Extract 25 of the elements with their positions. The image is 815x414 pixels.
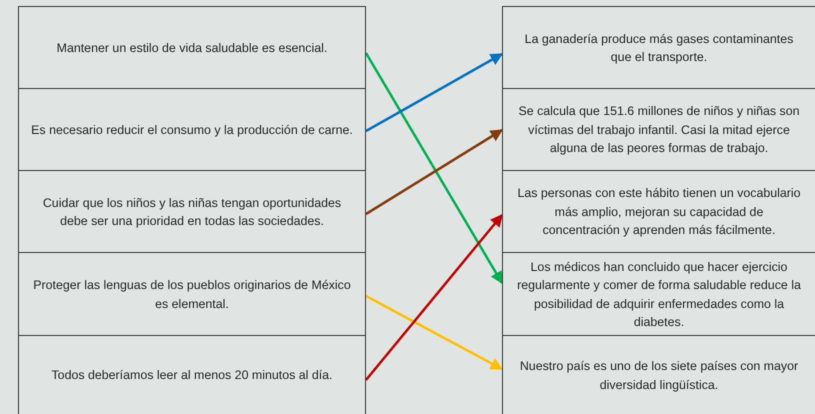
arrow xyxy=(365,294,504,370)
arrow xyxy=(365,128,504,216)
text-box xyxy=(18,252,366,337)
statement-text: Las personas con este hábito tienen un vocabulario más amplio, mejoran su capacidad de concentración y aprenden más fácilmente. xyxy=(516,185,802,240)
statement-text: Es necesario reducir el consumo y la producción de carne. xyxy=(31,122,353,139)
arrow xyxy=(365,52,504,132)
text-box xyxy=(502,6,815,90)
statement-text: Todos deberíamos leer al menos 20 minutos al día. xyxy=(51,367,332,384)
statement-text: Mantener un estilo de vida saludable es esencial. xyxy=(56,40,328,57)
text-box xyxy=(18,88,366,172)
text-box xyxy=(502,335,815,414)
statement-text: Nuestro país es uno de los siete países con mayor diversidad lingüística. xyxy=(518,358,800,394)
text-box xyxy=(18,6,366,90)
text-box xyxy=(18,335,366,414)
statement-text: Proteger las lenguas de los pueblos originarios de México es elemental. xyxy=(32,277,352,312)
arrow xyxy=(365,214,503,381)
statement-text: Se calcula que 151.6 millones de niños y niñas son víctimas del trabajo infantil. Casi la mitad ejerce alguna de las peores formas de trabajo. xyxy=(517,103,801,158)
statement-text: Cuidar que los niños y las niñas tengan oportunidades debe ser una prioridad en todas las sociedades. xyxy=(42,194,342,230)
statement-text: Los médicos han concluido que hacer ejercicio regularmente y comer de forma saludable reduce la posibilidad de adquirir enfermedades como la diabetes. xyxy=(516,258,802,331)
arrow xyxy=(364,52,504,284)
text-box xyxy=(18,170,366,254)
text-box xyxy=(502,88,815,172)
text-box xyxy=(502,252,815,337)
text-box xyxy=(502,170,815,254)
statement-text: La ganadería produce más gases contaminantes que el transporte. xyxy=(524,30,794,66)
